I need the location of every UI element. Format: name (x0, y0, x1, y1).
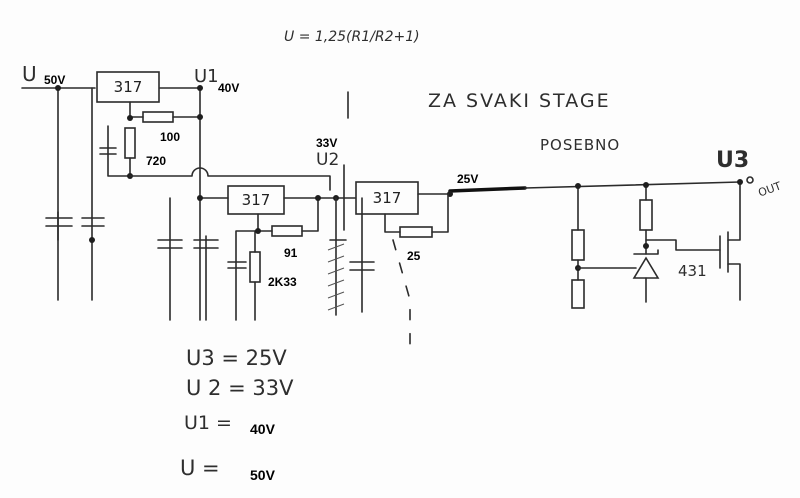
rail-u3-name: U3 (716, 148, 750, 173)
shunt-431-symbol (632, 256, 660, 279)
summary-u-label: U = (180, 456, 220, 480)
resistor-100-label: 100 (160, 130, 181, 144)
summary-u1-label: U1 = (184, 412, 232, 434)
rail-u-name: U (22, 62, 37, 86)
output-terminal (746, 176, 754, 184)
rail-u1-name: U1 (194, 66, 219, 87)
sense-resistor-top (571, 229, 585, 261)
ground-hatch (327, 243, 345, 311)
summary-u2: U 2 = 33V (186, 376, 294, 400)
rail-u2-name: U2 (316, 150, 340, 170)
bias-resistor (639, 199, 653, 231)
sense-resistor-bottom (571, 279, 585, 309)
regulator-2-body (227, 185, 285, 215)
resistor-2K33 (249, 251, 261, 283)
resistor-100 (142, 111, 174, 123)
regulator-2-label: 317 (241, 191, 271, 209)
resistor-2K33-label: 2K33 (268, 275, 297, 289)
resistor-25 (399, 226, 433, 238)
rail-u-value: 50V (44, 73, 66, 87)
formula: U = 1,25(R1/R2+1) (284, 29, 420, 45)
summary-u3: U3 = 25V (186, 346, 287, 370)
regulator-3-body (355, 181, 419, 215)
note-line-1: ZA SVAKI STAGE (428, 90, 611, 112)
regulator-1-label: 317 (113, 78, 143, 96)
resistor-720-label: 720 (146, 154, 167, 168)
regulator-1-body (96, 71, 160, 103)
resistor-91 (271, 225, 303, 237)
note-line-2: POSEBNO (540, 136, 621, 154)
summary-u1-value: 40V (250, 421, 275, 437)
resistor-91-label: 91 (284, 246, 298, 260)
resistor-25-label: 25 (407, 249, 421, 263)
rail-u1-value: 40V (218, 81, 240, 95)
summary-u-value: 50V (250, 467, 275, 483)
shunt-431-label: 431 (678, 262, 707, 280)
rail-u3-value: 25V (457, 172, 479, 186)
regulator-3-label: 317 (372, 189, 402, 207)
resistor-720 (124, 127, 136, 159)
rail-u2-value: 33V (316, 136, 338, 150)
